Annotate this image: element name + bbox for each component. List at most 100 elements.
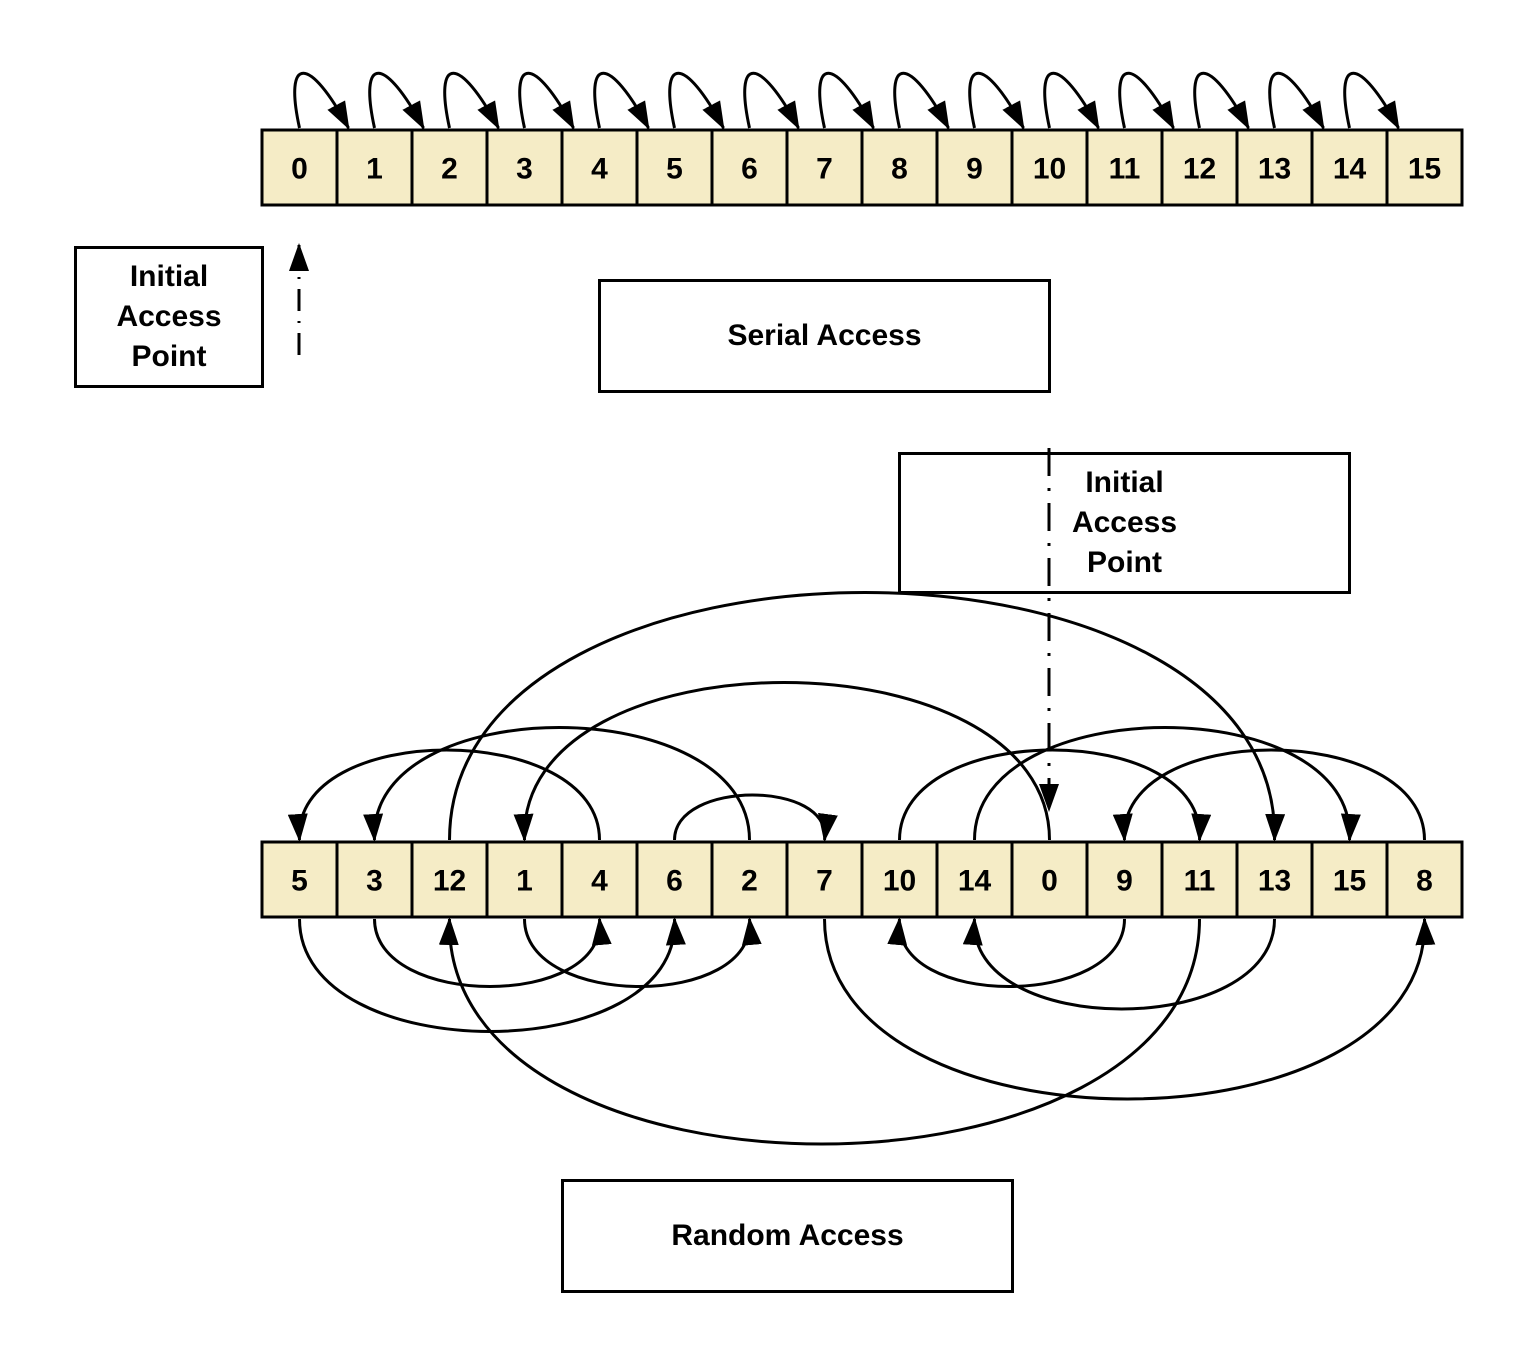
- cell-box: [1310, 840, 1389, 919]
- cell-box: [1085, 840, 1164, 919]
- cell-box: [1160, 840, 1239, 919]
- cell-value: 4: [591, 865, 608, 898]
- cell-value: 7: [816, 153, 833, 186]
- serial-step-arrow: [368, 71, 425, 130]
- cell-box: [635, 840, 714, 919]
- serial-cell: 3: [485, 128, 564, 207]
- random-step-arrow: [898, 748, 1212, 842]
- cell-value: 7: [816, 865, 833, 898]
- cell-value: 14: [958, 865, 992, 898]
- cell-box: [335, 128, 414, 207]
- cell-box: [785, 128, 864, 207]
- random-step-arrow: [363, 726, 751, 842]
- serial-step-arrow: [1043, 71, 1100, 130]
- random-cell: 4: [560, 840, 639, 919]
- serial-step-arrow: [1193, 71, 1250, 130]
- random-cell: 1: [485, 840, 564, 919]
- serial-cell: 8: [860, 128, 939, 207]
- cell-box: [410, 840, 489, 919]
- label-line: Initial: [1085, 466, 1164, 499]
- cell-box: [485, 840, 564, 919]
- cell-box: [1085, 128, 1164, 207]
- cell-value: 4: [591, 153, 608, 186]
- serial-cell: 0: [260, 128, 339, 207]
- serial-cell: 13: [1235, 128, 1314, 207]
- random-access-text: Random Access: [671, 1219, 904, 1252]
- label-line: Point: [131, 340, 207, 373]
- cell-value: 0: [1041, 865, 1058, 898]
- cell-value: 11: [1109, 153, 1141, 186]
- cell-value: 5: [291, 865, 308, 898]
- random-cell: 3: [335, 840, 414, 919]
- cell-value: 1: [516, 865, 533, 898]
- random-step-arrow: [298, 917, 686, 1033]
- cell-value: 6: [666, 865, 683, 898]
- cell-box: [935, 128, 1014, 207]
- cell-value: 15: [1333, 865, 1366, 898]
- serial-step-arrow: [593, 71, 650, 130]
- label-line: Point: [1087, 546, 1162, 579]
- serial-step-arrow: [1268, 71, 1325, 130]
- serial-step-arrow: [293, 71, 350, 130]
- cell-value: 12: [433, 865, 466, 898]
- cell-box: [1010, 840, 1089, 919]
- cell-value: 2: [741, 865, 758, 898]
- cell-value: 8: [891, 153, 908, 186]
- random-step-arrow: [1112, 748, 1426, 842]
- random-cell: 9: [1085, 840, 1164, 919]
- cell-value: 10: [1033, 153, 1066, 186]
- cell-box: [1160, 128, 1239, 207]
- random-cell: 8: [1385, 840, 1464, 919]
- random-cell: 0: [1010, 840, 1089, 919]
- cell-value: 3: [366, 865, 383, 898]
- random-cell: 12: [410, 840, 489, 919]
- random-access-title: Random Access: [561, 1179, 1014, 1293]
- cell-value: 11: [1184, 865, 1216, 898]
- serial-step-arrow: [443, 71, 500, 130]
- random-cell: 11: [1160, 840, 1239, 919]
- cell-value: 9: [966, 153, 983, 186]
- serial-cell: 6: [710, 128, 789, 207]
- random-step-arrow: [962, 917, 1276, 1011]
- serial-cell: 2: [410, 128, 489, 207]
- cell-value: 13: [1258, 865, 1291, 898]
- label-line: Access: [1071, 506, 1178, 539]
- random-step-arrow: [973, 726, 1361, 842]
- serial-cell: 14: [1310, 128, 1389, 207]
- serial-cell: 11: [1085, 128, 1164, 207]
- serial-cell: 7: [785, 128, 864, 207]
- serial-arrows: [293, 71, 1400, 130]
- cell-value: 12: [1183, 153, 1216, 186]
- cell-box: [710, 840, 789, 919]
- cell-value: 0: [291, 153, 308, 186]
- serial-cell: 10: [1010, 128, 1089, 207]
- serial-step-arrow: [1343, 71, 1400, 130]
- random-step-arrow: [523, 917, 762, 988]
- serial-cell: 4: [560, 128, 639, 207]
- cell-value: 6: [741, 153, 758, 186]
- serial-cell: 12: [1160, 128, 1239, 207]
- serial-step-arrow: [968, 71, 1025, 130]
- random-step-arrow: [373, 917, 612, 988]
- random-cell: 5: [260, 840, 339, 919]
- random-step-arrow: [673, 793, 838, 842]
- serial-cell: 9: [935, 128, 1014, 207]
- serial-step-arrow: [893, 71, 950, 130]
- random-step-arrow: [887, 917, 1126, 988]
- cell-box: [410, 128, 489, 207]
- cell-value: 15: [1408, 153, 1441, 186]
- cell-box: [860, 840, 939, 919]
- random-arrows: [287, 591, 1436, 1146]
- label-line: Access: [116, 300, 222, 333]
- label-line: Initial: [129, 260, 209, 293]
- cell-value: 5: [666, 153, 683, 186]
- random-cell: 14: [935, 840, 1014, 919]
- cell-value: 10: [883, 865, 916, 898]
- cell-box: [560, 128, 639, 207]
- random-step-arrow: [823, 917, 1436, 1101]
